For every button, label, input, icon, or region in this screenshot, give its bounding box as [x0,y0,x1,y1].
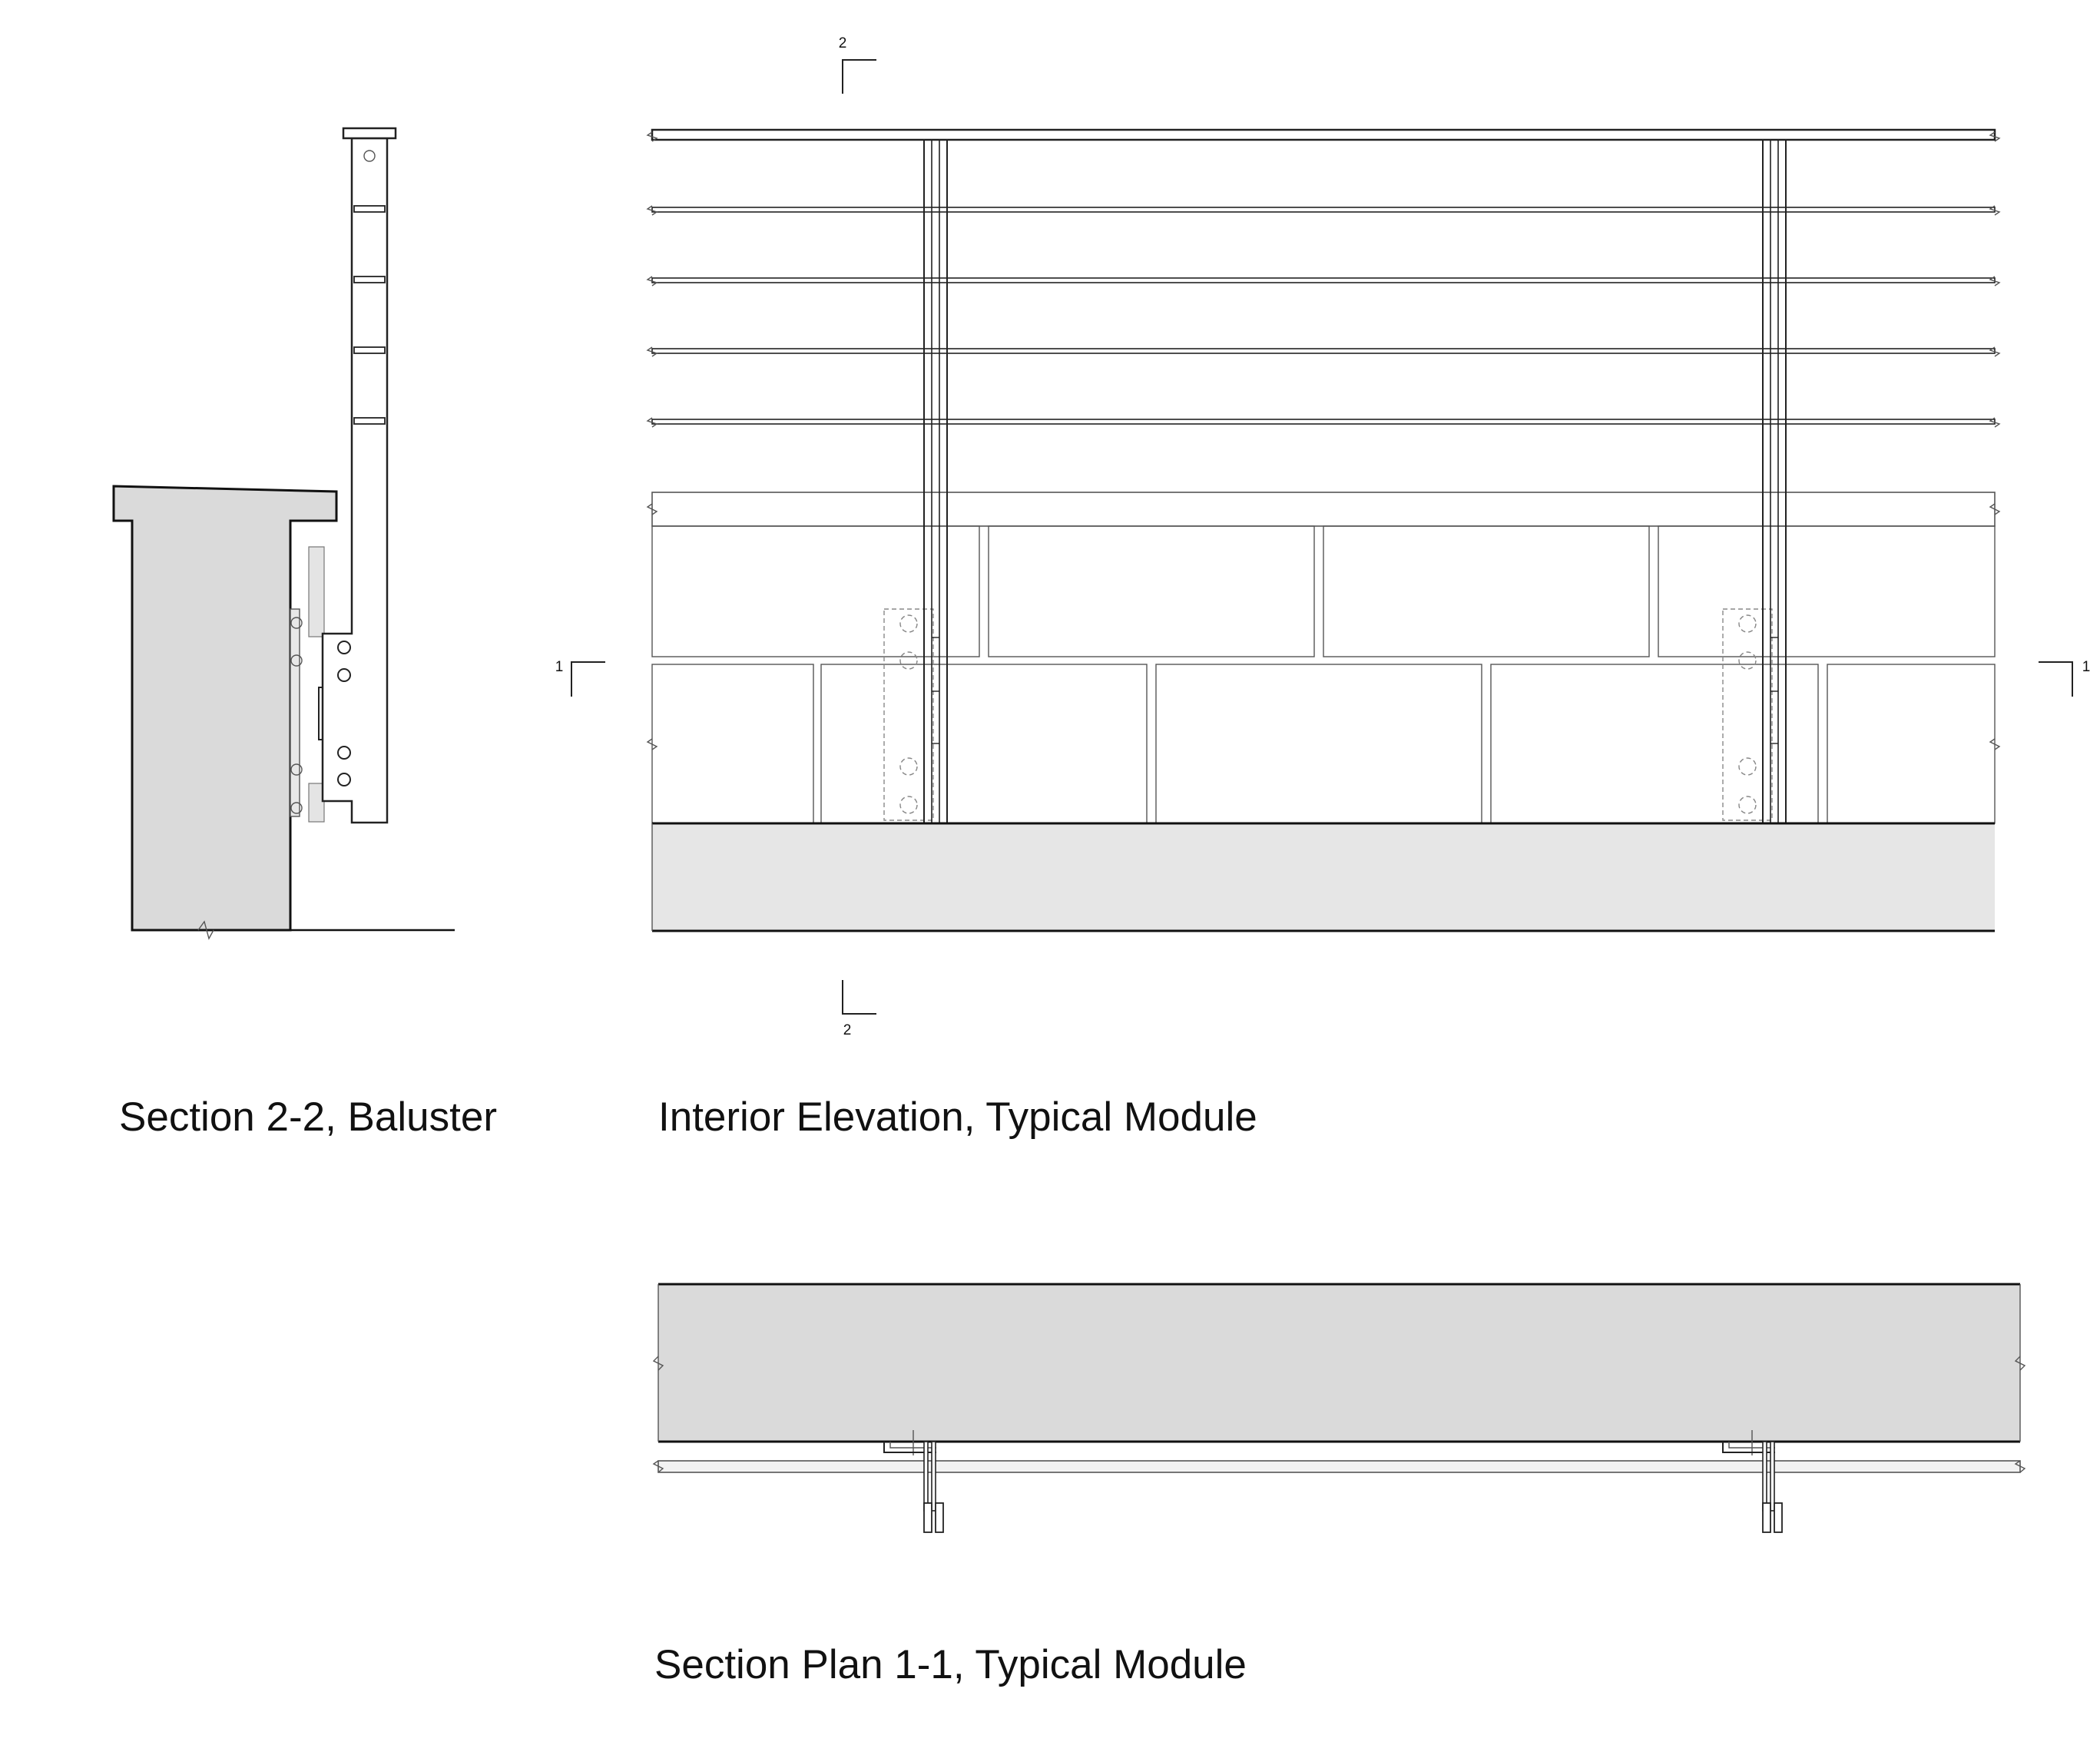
section-marker-number: 1 [2082,659,2091,675]
masonry-upper-course [651,525,1996,657]
hidden-bolt [899,757,918,776]
stone-panel [1490,664,1819,824]
post-foot [935,1502,944,1533]
mounting-plate-outline [883,608,934,821]
stone-panel [651,664,814,824]
interior-elevation-drawing [646,128,2001,932]
break-mark [2014,1356,2026,1371]
stone-panel [820,664,1148,824]
post-plan [883,1430,944,1533]
section-marker-2-bottom: 2 [842,980,876,1038]
section-marker-1-right: 1 [2039,659,2090,697]
bracket-plan [1728,1442,1775,1449]
hidden-bolt [899,796,918,814]
post-outer [1762,139,1787,824]
rail-slot [353,346,386,354]
baluster-post [321,137,389,824]
handrail [651,128,1996,141]
bolt-head [290,654,303,667]
baluster-elevation [923,139,948,824]
cap-fastener [363,150,376,162]
section-marker-number: 2 [843,1022,852,1038]
break-mark [197,920,214,940]
bolt-hole [337,746,351,760]
bolt-head [290,763,303,776]
rail [651,277,1996,283]
hidden-bolt [1738,796,1757,814]
bracket-plan [883,1442,936,1453]
post-leg [1762,1441,1767,1512]
post-foot [1762,1502,1771,1533]
rail-slot [353,417,386,425]
base-curb [652,823,1995,931]
rail-plan [657,1460,2021,1473]
post-plan [1722,1430,1783,1533]
spacer [308,783,325,823]
stone-panel [1155,664,1482,824]
section-marker-number: 1 [555,659,564,675]
bolt-hole [337,668,351,682]
hidden-bolt [1738,651,1757,670]
stone-panel [988,525,1315,657]
spacer [308,546,325,637]
rail [651,348,1996,354]
mounting-plate-outline [1722,608,1773,821]
break-mark [2014,1460,2026,1473]
bolt-head [290,617,303,629]
section-2-2-drawing [112,127,455,940]
handrail-cap [342,127,397,140]
bracket-plan [1722,1442,1775,1453]
rail-slot [353,276,386,283]
drawing-caption: Section Plan 1-1, Typical Module [654,1642,1247,1687]
section-marker-number: 2 [839,35,847,51]
horizontal-rails [651,207,1996,425]
stone-panel [1658,525,1996,657]
break-mark [652,1460,664,1473]
rail [651,419,1996,425]
section-marker-1-left: 1 [555,659,605,697]
masonry-lower-course [651,664,1996,824]
drawing-caption: Section 2-2, Baluster [119,1094,497,1140]
baluster-elevation [1762,139,1787,824]
drawing-caption: Interior Elevation, Typical Module [658,1094,1257,1140]
rail [651,207,1996,213]
stone-panel [651,525,980,657]
post-leg [931,1441,936,1512]
rail-slot [353,205,386,213]
hidden-mounting-plate [883,608,934,821]
break-mark [652,1356,664,1371]
hidden-bolt [899,651,918,670]
post-leg [1770,1441,1775,1512]
break-marks [646,131,2001,750]
hidden-bolt [1738,614,1757,633]
bolt-hole [337,641,351,654]
wall-section [112,485,338,932]
hidden-bolt [899,614,918,633]
post-leg [923,1441,929,1512]
stone-panel [1323,525,1650,657]
bolt-head [290,802,303,814]
parapet-cap [651,492,1996,527]
post-foot [1774,1502,1783,1533]
bracket-plate [290,608,300,817]
wall-plan [658,1284,2020,1442]
stone-panel [1827,664,1996,824]
bolt-hole [337,773,351,786]
section-marker-2-top: 2 [839,35,876,94]
bracket-plan [889,1442,936,1449]
hidden-mounting-plate [1722,608,1773,821]
post-foot [923,1502,932,1533]
section-plan-1-1-drawing [652,1283,2026,1533]
post-outer [923,139,948,824]
hidden-bolt [1738,757,1757,776]
